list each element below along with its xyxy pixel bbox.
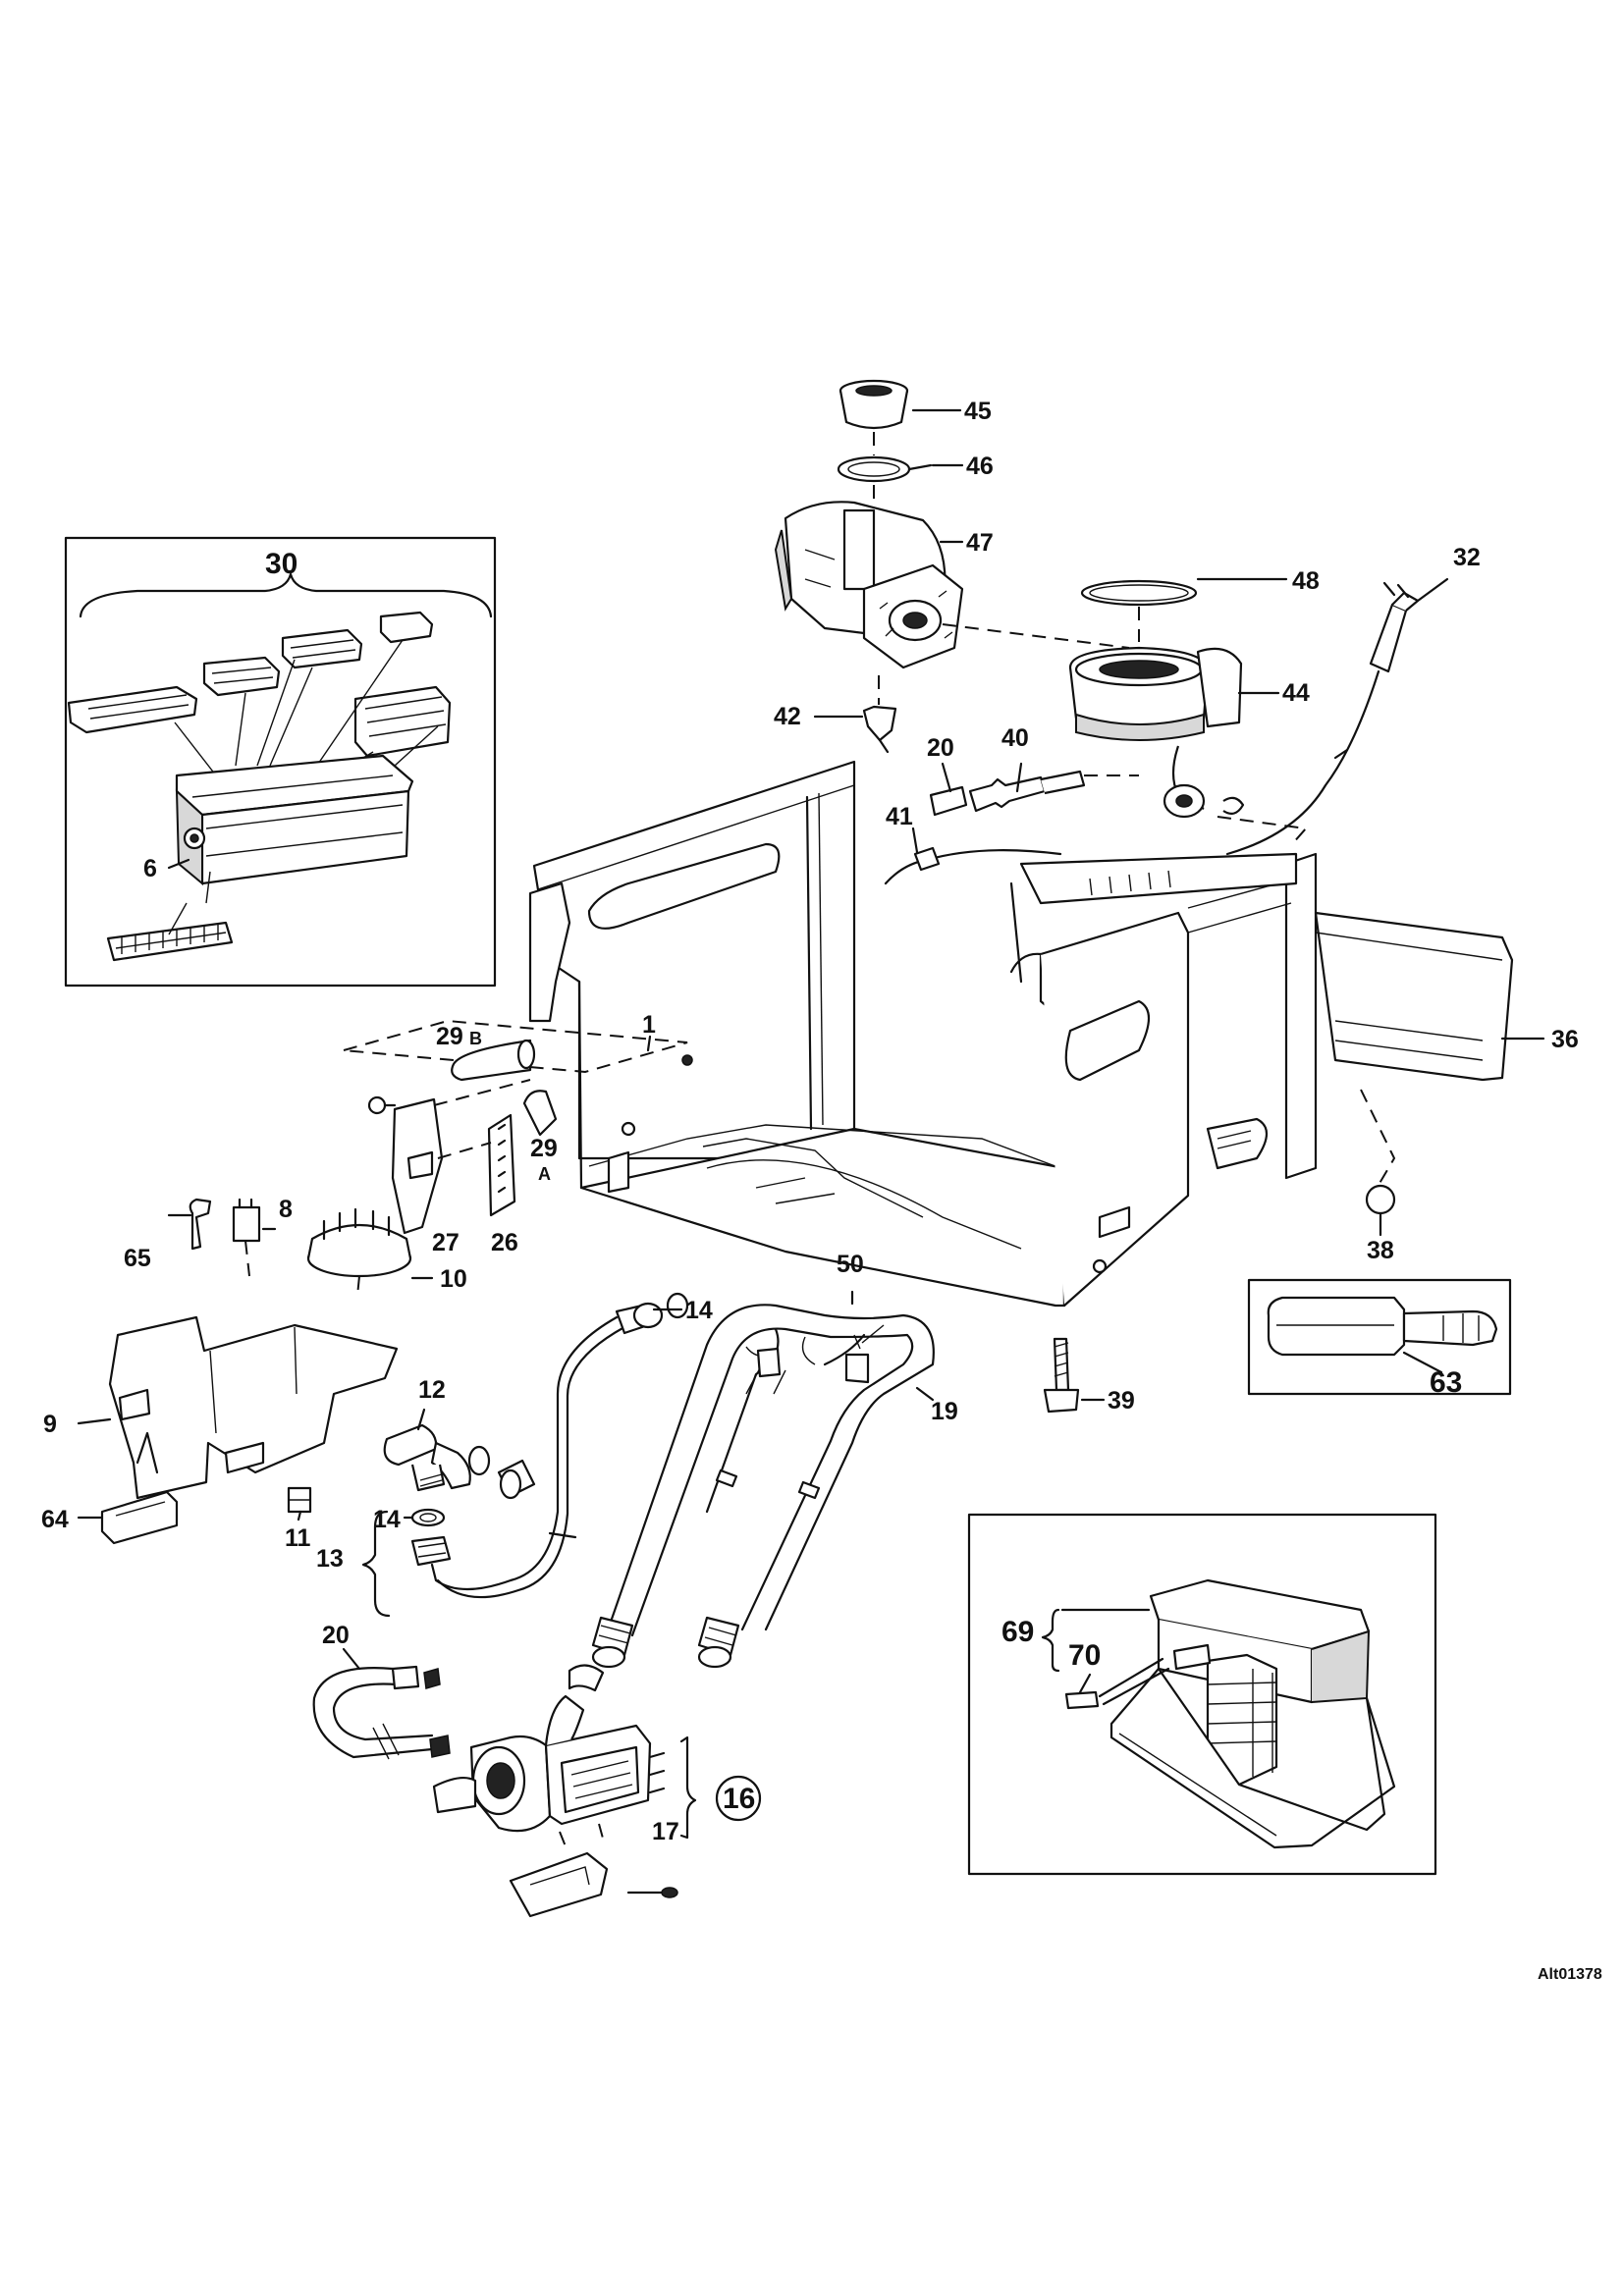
water-inlet-parts xyxy=(100,1198,689,1618)
base-frame xyxy=(343,760,1514,1308)
label-9: 9 xyxy=(43,1411,57,1438)
label-1: 1 xyxy=(642,1011,656,1039)
label-48: 48 xyxy=(1292,567,1320,595)
drain-hose xyxy=(591,1304,935,1669)
label-41: 41 xyxy=(886,803,913,830)
label-14-low: 14 xyxy=(373,1506,401,1533)
drawing-reference: Alt01378 xyxy=(1538,1966,1602,1983)
label-32: 32 xyxy=(1453,544,1481,571)
sump-assembly xyxy=(942,579,1245,819)
inset-wiring-harness xyxy=(64,536,497,988)
label-39: 39 xyxy=(1108,1387,1135,1415)
label-29b-sub: B xyxy=(469,1029,482,1048)
label-63: 63 xyxy=(1430,1366,1462,1399)
label-36: 36 xyxy=(1551,1026,1579,1053)
label-47: 47 xyxy=(966,529,994,557)
label-14-top: 14 xyxy=(685,1297,713,1324)
drain-pump-assembly xyxy=(312,1664,762,1918)
label-45: 45 xyxy=(964,398,992,425)
label-16: 16 xyxy=(723,1783,755,1815)
label-42: 42 xyxy=(774,703,801,730)
label-20-low: 20 xyxy=(322,1622,350,1649)
label-70: 70 xyxy=(1068,1639,1101,1672)
label-65: 65 xyxy=(124,1245,151,1272)
label-69: 69 xyxy=(1001,1616,1034,1648)
label-29b: 29 xyxy=(436,1023,463,1050)
label-46: 46 xyxy=(966,453,994,480)
label-29a-sub: A xyxy=(538,1164,551,1184)
label-6: 6 xyxy=(143,855,157,882)
control-bracket-parts xyxy=(367,1039,558,1235)
inset-transformer xyxy=(967,1513,1437,1876)
foot-38 xyxy=(1360,1089,1396,1215)
label-19: 19 xyxy=(931,1398,958,1425)
circulation-pump-assembly xyxy=(774,379,964,754)
label-30: 30 xyxy=(265,548,298,580)
label-20-top: 20 xyxy=(927,734,954,762)
inset-tool-63 xyxy=(1247,1278,1512,1396)
label-27: 27 xyxy=(432,1229,460,1256)
label-38: 38 xyxy=(1367,1237,1394,1264)
label-44: 44 xyxy=(1282,679,1310,707)
mains-plug xyxy=(1217,581,1420,856)
screw-39 xyxy=(1043,1337,1080,1414)
label-50: 50 xyxy=(837,1251,864,1278)
callout-labels: 45 46 47 48 44 42 32 30 6 20 40 41 1 29 … xyxy=(41,398,1579,1845)
label-8: 8 xyxy=(279,1196,293,1223)
label-11: 11 xyxy=(285,1524,311,1552)
hose-fittings-40 xyxy=(884,770,1139,885)
label-13: 13 xyxy=(316,1545,344,1573)
label-10: 10 xyxy=(440,1265,467,1293)
callout-leaders xyxy=(77,408,1545,1694)
label-29a: 29 xyxy=(530,1135,558,1162)
label-17: 17 xyxy=(652,1818,679,1845)
label-64: 64 xyxy=(41,1506,69,1533)
label-26: 26 xyxy=(491,1229,518,1256)
label-40: 40 xyxy=(1001,724,1029,752)
label-12: 12 xyxy=(418,1376,446,1404)
